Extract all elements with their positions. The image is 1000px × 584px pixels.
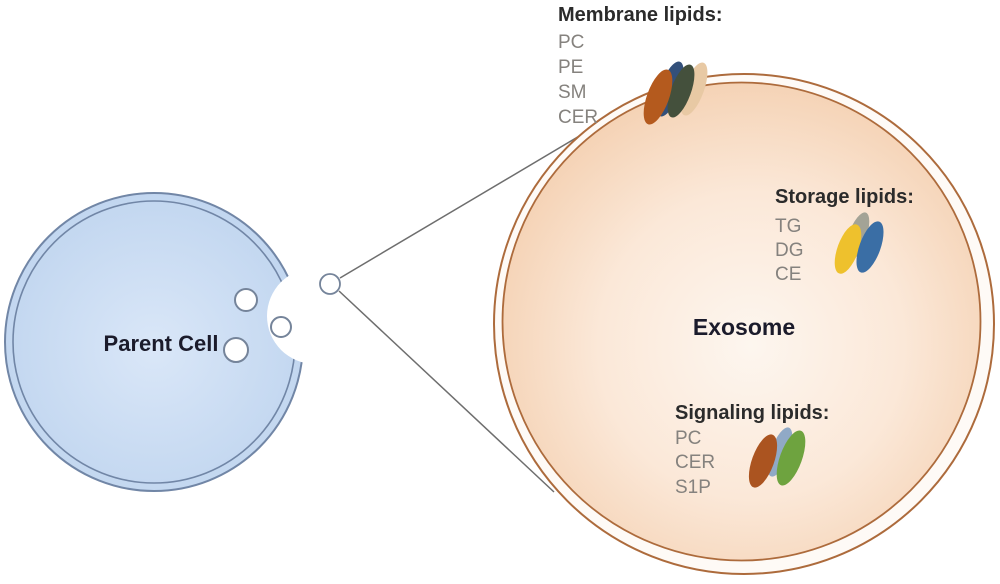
signaling-lipids-annotation: Signaling lipids: PC CER S1P [675, 402, 829, 498]
signaling-lipid-ellipse [748, 434, 778, 488]
membrane-lipid-item: CER [558, 107, 598, 128]
parent-cell-label: Parent Cell [104, 331, 219, 356]
exosome: Exosome [493, 73, 995, 575]
storage-lipid-item: CE [775, 264, 801, 285]
storage-lipid-ellipse [856, 221, 884, 273]
storage-lipid-item: DG [775, 240, 804, 261]
membrane-lipid-item: PE [558, 57, 583, 78]
signaling-lipid-ellipse [767, 427, 793, 477]
signaling-lipid-ellipse [776, 430, 806, 486]
signaling-lipid-item: PC [675, 428, 701, 449]
storage-lipid-item: TG [775, 216, 801, 237]
membrane-lipid-item: SM [558, 82, 587, 103]
released-exosome-circle [319, 273, 341, 295]
membrane-lipid-ellipse [680, 62, 708, 116]
vesicle-icon [270, 316, 292, 338]
signaling-lipid-item: S1P [675, 477, 711, 498]
membrane-lipid-ellipse [643, 69, 673, 125]
parent-cell: Parent Cell [4, 192, 363, 492]
signaling-lipid-item: CER [675, 452, 715, 473]
zoom-line-lower [338, 290, 555, 493]
exosome-inner-membrane [501, 81, 982, 562]
signaling-lipids-title: Signaling lipids: [675, 402, 829, 424]
membrane-lipids-annotation: Membrane lipids: PC PE SM CER [558, 4, 722, 128]
storage-lipids-annotation: Storage lipids: TG DG CE [775, 186, 914, 285]
exosome-label: Exosome [693, 314, 795, 340]
storage-lipid-ellipse [834, 224, 862, 274]
vesicle-icon [234, 288, 258, 312]
vesicle-icon [223, 337, 249, 363]
membrane-lipids-title: Membrane lipids: [558, 4, 722, 26]
budding-bite-cutout [267, 268, 363, 364]
membrane-lipid-item: PC [558, 32, 584, 53]
membrane-lipid-ellipse [667, 64, 695, 118]
storage-lipids-title: Storage lipids: [775, 186, 914, 208]
